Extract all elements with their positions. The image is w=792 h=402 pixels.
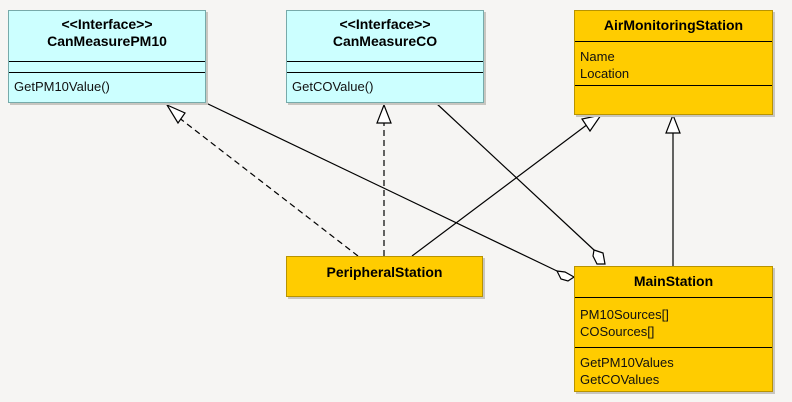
stereotype-label: <<Interface>> — [339, 16, 431, 32]
class-header: <<Interface>> CanMeasureCO — [287, 11, 483, 61]
realization-peripheral-to-co[interactable] — [376, 103, 392, 256]
operation: GetPM10Values — [580, 355, 674, 370]
hollow-diamond-icon — [555, 270, 576, 282]
class-name: PeripheralStation — [326, 264, 443, 280]
class-box-canmeasureco[interactable]: <<Interface>> CanMeasureCO GetCOValue() — [286, 10, 484, 103]
hollow-triangle-arrowhead-icon — [665, 113, 681, 134]
attribute: PM10Sources[] — [580, 307, 669, 322]
class-box-peripheralstation[interactable]: PeripheralStation — [286, 256, 483, 297]
hollow-diamond-icon — [592, 249, 606, 265]
class-name: AirMonitoringStation — [603, 17, 744, 33]
class-header: PeripheralStation — [287, 257, 482, 281]
attributes-section — [287, 61, 483, 72]
operations-section: GetCOValue() — [287, 72, 483, 97]
operation: GetCOValue() — [292, 79, 374, 94]
class-box-mainstation[interactable]: MainStation PM10Sources[] COSources[] Ge… — [574, 266, 773, 392]
class-name: MainStation — [633, 273, 714, 289]
class-header: MainStation — [575, 267, 772, 297]
attribute: Name — [580, 49, 615, 64]
attribute: COSources[] — [580, 324, 655, 339]
class-header: <<Interface>> CanMeasurePM10 — [9, 11, 205, 61]
class-header: AirMonitoringStation — [575, 11, 772, 41]
hollow-triangle-arrowhead-icon — [376, 103, 392, 124]
attributes-section: PM10Sources[] COSources[] — [575, 297, 772, 347]
operation: GetCOValues — [580, 372, 660, 387]
hollow-triangle-arrowhead-icon — [165, 103, 186, 125]
operations-section: GetPM10Values GetCOValues — [575, 347, 772, 390]
operations-section: GetPM10Value() — [9, 72, 205, 97]
generalization-peripheral-to-ams[interactable] — [411, 114, 603, 257]
attributes-section: Name Location — [575, 41, 772, 85]
class-box-canmeasurepm10[interactable]: <<Interface>> CanMeasurePM10 GetPM10Valu… — [8, 10, 206, 103]
aggregation-co-to-main[interactable] — [435, 102, 606, 265]
realization-peripheral-to-pm10[interactable] — [165, 103, 359, 257]
aggregation-pm10-to-main[interactable] — [205, 102, 576, 282]
operations-section — [575, 85, 772, 110]
stereotype-label: <<Interface>> — [61, 16, 153, 32]
generalization-main-to-ams[interactable] — [665, 113, 681, 266]
operation: GetPM10Value() — [14, 79, 110, 94]
class-name: CanMeasurePM10 — [47, 33, 167, 49]
attribute: Location — [580, 66, 630, 81]
class-name: CanMeasureCO — [332, 33, 438, 49]
attributes-section — [9, 61, 205, 72]
class-box-airmonitoringstation[interactable]: AirMonitoringStation Name Location — [574, 10, 773, 115]
hollow-triangle-arrowhead-icon — [581, 114, 603, 133]
